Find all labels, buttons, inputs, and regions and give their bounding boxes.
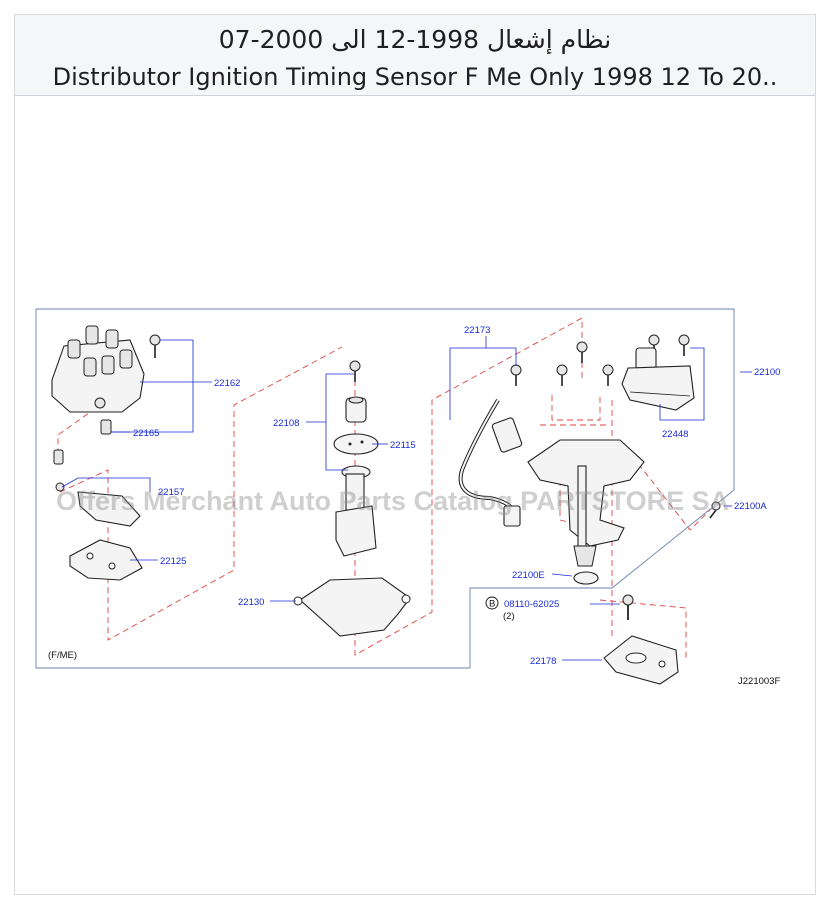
leader-lines <box>61 336 752 661</box>
label-22108[interactable]: 22108 <box>273 418 299 429</box>
label-22125[interactable]: 22125 <box>160 556 186 567</box>
label-08110-qty: (2) <box>503 611 515 622</box>
catalog-card <box>14 14 816 895</box>
bolt-08110 <box>622 594 634 620</box>
label-22165[interactable]: 22165 <box>133 428 159 439</box>
o-ring-22100e <box>573 571 599 585</box>
label-22162[interactable]: 22162 <box>214 378 240 389</box>
bolt-22100a <box>709 501 721 519</box>
watermark: Offers Merchant Auto Parts Catalog PARTS… <box>56 486 729 516</box>
gasket-22130 <box>293 577 411 637</box>
variant-note: (F/ME) <box>48 650 77 661</box>
ignition-coil-22448 <box>621 347 695 411</box>
label-22100a[interactable]: 22100A <box>734 501 767 512</box>
screw-icon <box>349 360 361 382</box>
screw-icon <box>510 334 690 386</box>
screw-icon <box>149 334 161 358</box>
page-title-arabic: نظام إشعال 1998-12 الى 2000-07 <box>218 25 612 54</box>
seal-22115 <box>333 433 379 455</box>
page-header: نظام إشعال 1998-12 الى 2000-07 Distribut… <box>14 14 816 96</box>
label-22173[interactable]: 22173 <box>464 325 490 336</box>
label-22130[interactable]: 22130 <box>238 597 264 608</box>
distributor-housing-22100 <box>527 439 645 567</box>
shaft-22108 <box>335 465 377 557</box>
label-22178[interactable]: 22178 <box>530 656 556 667</box>
plate-22125 <box>69 539 143 581</box>
label-22115[interactable]: 22115 <box>390 440 416 451</box>
label-22100e[interactable]: 22100E <box>512 570 545 581</box>
bolt-marker-letter: B <box>489 599 495 610</box>
label-22448[interactable]: 22448 <box>662 429 688 440</box>
rotor-head-22157 <box>55 482 141 527</box>
label-22157[interactable]: 22157 <box>158 487 184 498</box>
distributor-cap-22162 <box>51 325 145 413</box>
plate-22178 <box>603 635 679 685</box>
rotor-22165 <box>53 419 112 465</box>
spacer-22108 <box>345 396 367 423</box>
diagram-code: J221003F <box>738 676 780 687</box>
diagram-frame <box>35 308 735 669</box>
page-title-english: Distributor Ignition Timing Sensor F Me … <box>52 63 778 91</box>
bolt-marker-circle <box>485 596 499 610</box>
harness-22173 <box>458 398 523 527</box>
label-22100[interactable]: 22100 <box>754 367 780 378</box>
label-08110-62025[interactable]: 08110-62025 <box>504 599 559 610</box>
